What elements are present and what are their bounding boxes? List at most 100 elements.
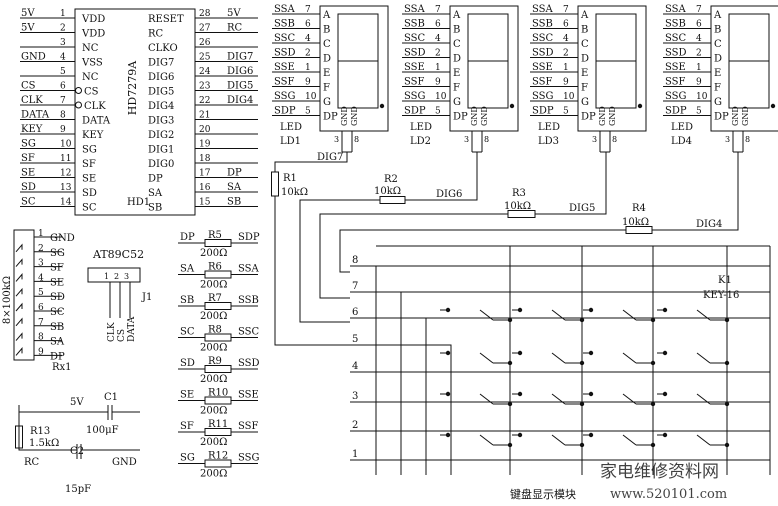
pin-name: SG: [82, 145, 97, 156]
segment-name: DP: [581, 112, 596, 123]
pin-number: 6: [305, 20, 311, 30]
key-switch: [583, 307, 656, 323]
net-label: SD: [50, 292, 65, 303]
gnd-label: GND: [470, 106, 479, 126]
net-label: SDP: [665, 106, 687, 117]
pin-number: 5: [696, 107, 702, 117]
row-number: 5: [352, 334, 358, 345]
row-number: 4: [352, 361, 358, 372]
segment-name: C: [581, 39, 589, 50]
net-label: SA: [180, 264, 195, 275]
resistor-ref: R3: [512, 188, 526, 199]
pin-number: 7: [696, 5, 702, 15]
rnet-body: [13, 229, 35, 361]
key-switch: [440, 350, 513, 366]
pin-label: DATA: [127, 316, 137, 342]
junction-dot: [517, 307, 523, 313]
pin-number: 24: [199, 67, 211, 77]
net-label: GND: [112, 457, 137, 468]
cap-value: 15pF: [65, 484, 91, 495]
pin-number: 9: [305, 78, 311, 88]
pin-name: DIG1: [148, 145, 174, 156]
resistor-value: 10kΩ: [622, 217, 649, 228]
display-label: LED: [280, 122, 302, 133]
pin-number: 6: [60, 82, 66, 92]
col-bus: [390, 344, 452, 475]
net-label: DATA: [21, 110, 50, 121]
pin-number: 5: [435, 107, 441, 117]
net-label: SE: [50, 277, 64, 288]
net-label: SSG: [532, 91, 554, 102]
resistor-value: 200Ω: [200, 469, 227, 480]
pin-name: DIG5: [148, 87, 174, 98]
pin-name: SA: [148, 188, 163, 199]
pin-number: 7: [305, 5, 311, 15]
gnd-label: GND: [340, 106, 349, 126]
pin-number: 10: [563, 92, 575, 102]
pin-name: DIG7: [148, 58, 174, 69]
net-label: SSG: [274, 91, 296, 102]
segment-name: A: [322, 10, 331, 21]
rnet-value: 8×100kΩ: [2, 276, 13, 324]
switch-contact: [551, 434, 566, 446]
segment-name: G: [714, 97, 722, 108]
junction-dot: [507, 360, 513, 366]
dig5-to-row: [319, 213, 508, 299]
resistor-zigzag: [15, 347, 23, 356]
net-label: SSG: [404, 91, 426, 102]
net-label: GND: [50, 233, 75, 244]
key-switch: [657, 350, 730, 366]
pin-number: 3: [334, 135, 339, 144]
net-label: DP: [180, 232, 195, 243]
net-label: SDP: [532, 106, 554, 117]
dig-label: DIG7: [317, 152, 343, 163]
net-label: DIG7: [227, 52, 253, 63]
pin-number: 23: [199, 82, 211, 92]
junction-dot: [379, 103, 385, 109]
resistor-value: 10kΩ: [374, 186, 401, 197]
net-label: SD: [180, 358, 195, 369]
junction-dot: [509, 103, 515, 109]
segment-name: B: [581, 25, 588, 36]
display-body: [319, 5, 389, 132]
gnd-label: GND: [480, 106, 489, 126]
resistor-value: 200Ω: [200, 374, 227, 385]
pin-number: 10: [435, 92, 447, 102]
display-label: LED: [671, 122, 693, 133]
display-label: LED: [538, 122, 560, 133]
pin-number: 6: [696, 20, 702, 30]
net-label: SSB: [532, 19, 553, 30]
col-bus: [375, 265, 390, 475]
switch-contact: [622, 309, 637, 321]
keypad-ref: K1: [718, 275, 732, 286]
pin-number: 10: [60, 140, 72, 150]
pin-name: KEY: [82, 130, 104, 141]
pin-name: CLK: [84, 101, 106, 112]
junction-dot: [650, 442, 656, 448]
junction-dot: [662, 432, 668, 438]
dig6-to-row: [299, 199, 380, 323]
resistor-zigzag: [15, 273, 23, 282]
pin-name: NC: [82, 72, 99, 83]
net-label: SSB: [274, 19, 295, 30]
pin-number: 1: [696, 63, 702, 73]
pin-number: 2: [696, 49, 702, 59]
net-label: GND: [21, 52, 46, 63]
pin-number: 7: [60, 96, 66, 106]
segment-name: E: [581, 68, 588, 79]
net-label: CLK: [21, 95, 43, 106]
pin-number: 4: [696, 34, 702, 44]
pin-number: 2: [114, 272, 119, 281]
resistor-zigzag: [15, 302, 23, 312]
display-ref: LD2: [410, 136, 431, 147]
pin-name: DIG0: [148, 159, 174, 170]
resistor-value: 10kΩ: [281, 187, 308, 198]
switch-contact: [622, 393, 637, 405]
net-label: SSE: [404, 62, 425, 73]
pin-number: 10: [696, 92, 708, 102]
net-label: RC: [24, 457, 40, 468]
